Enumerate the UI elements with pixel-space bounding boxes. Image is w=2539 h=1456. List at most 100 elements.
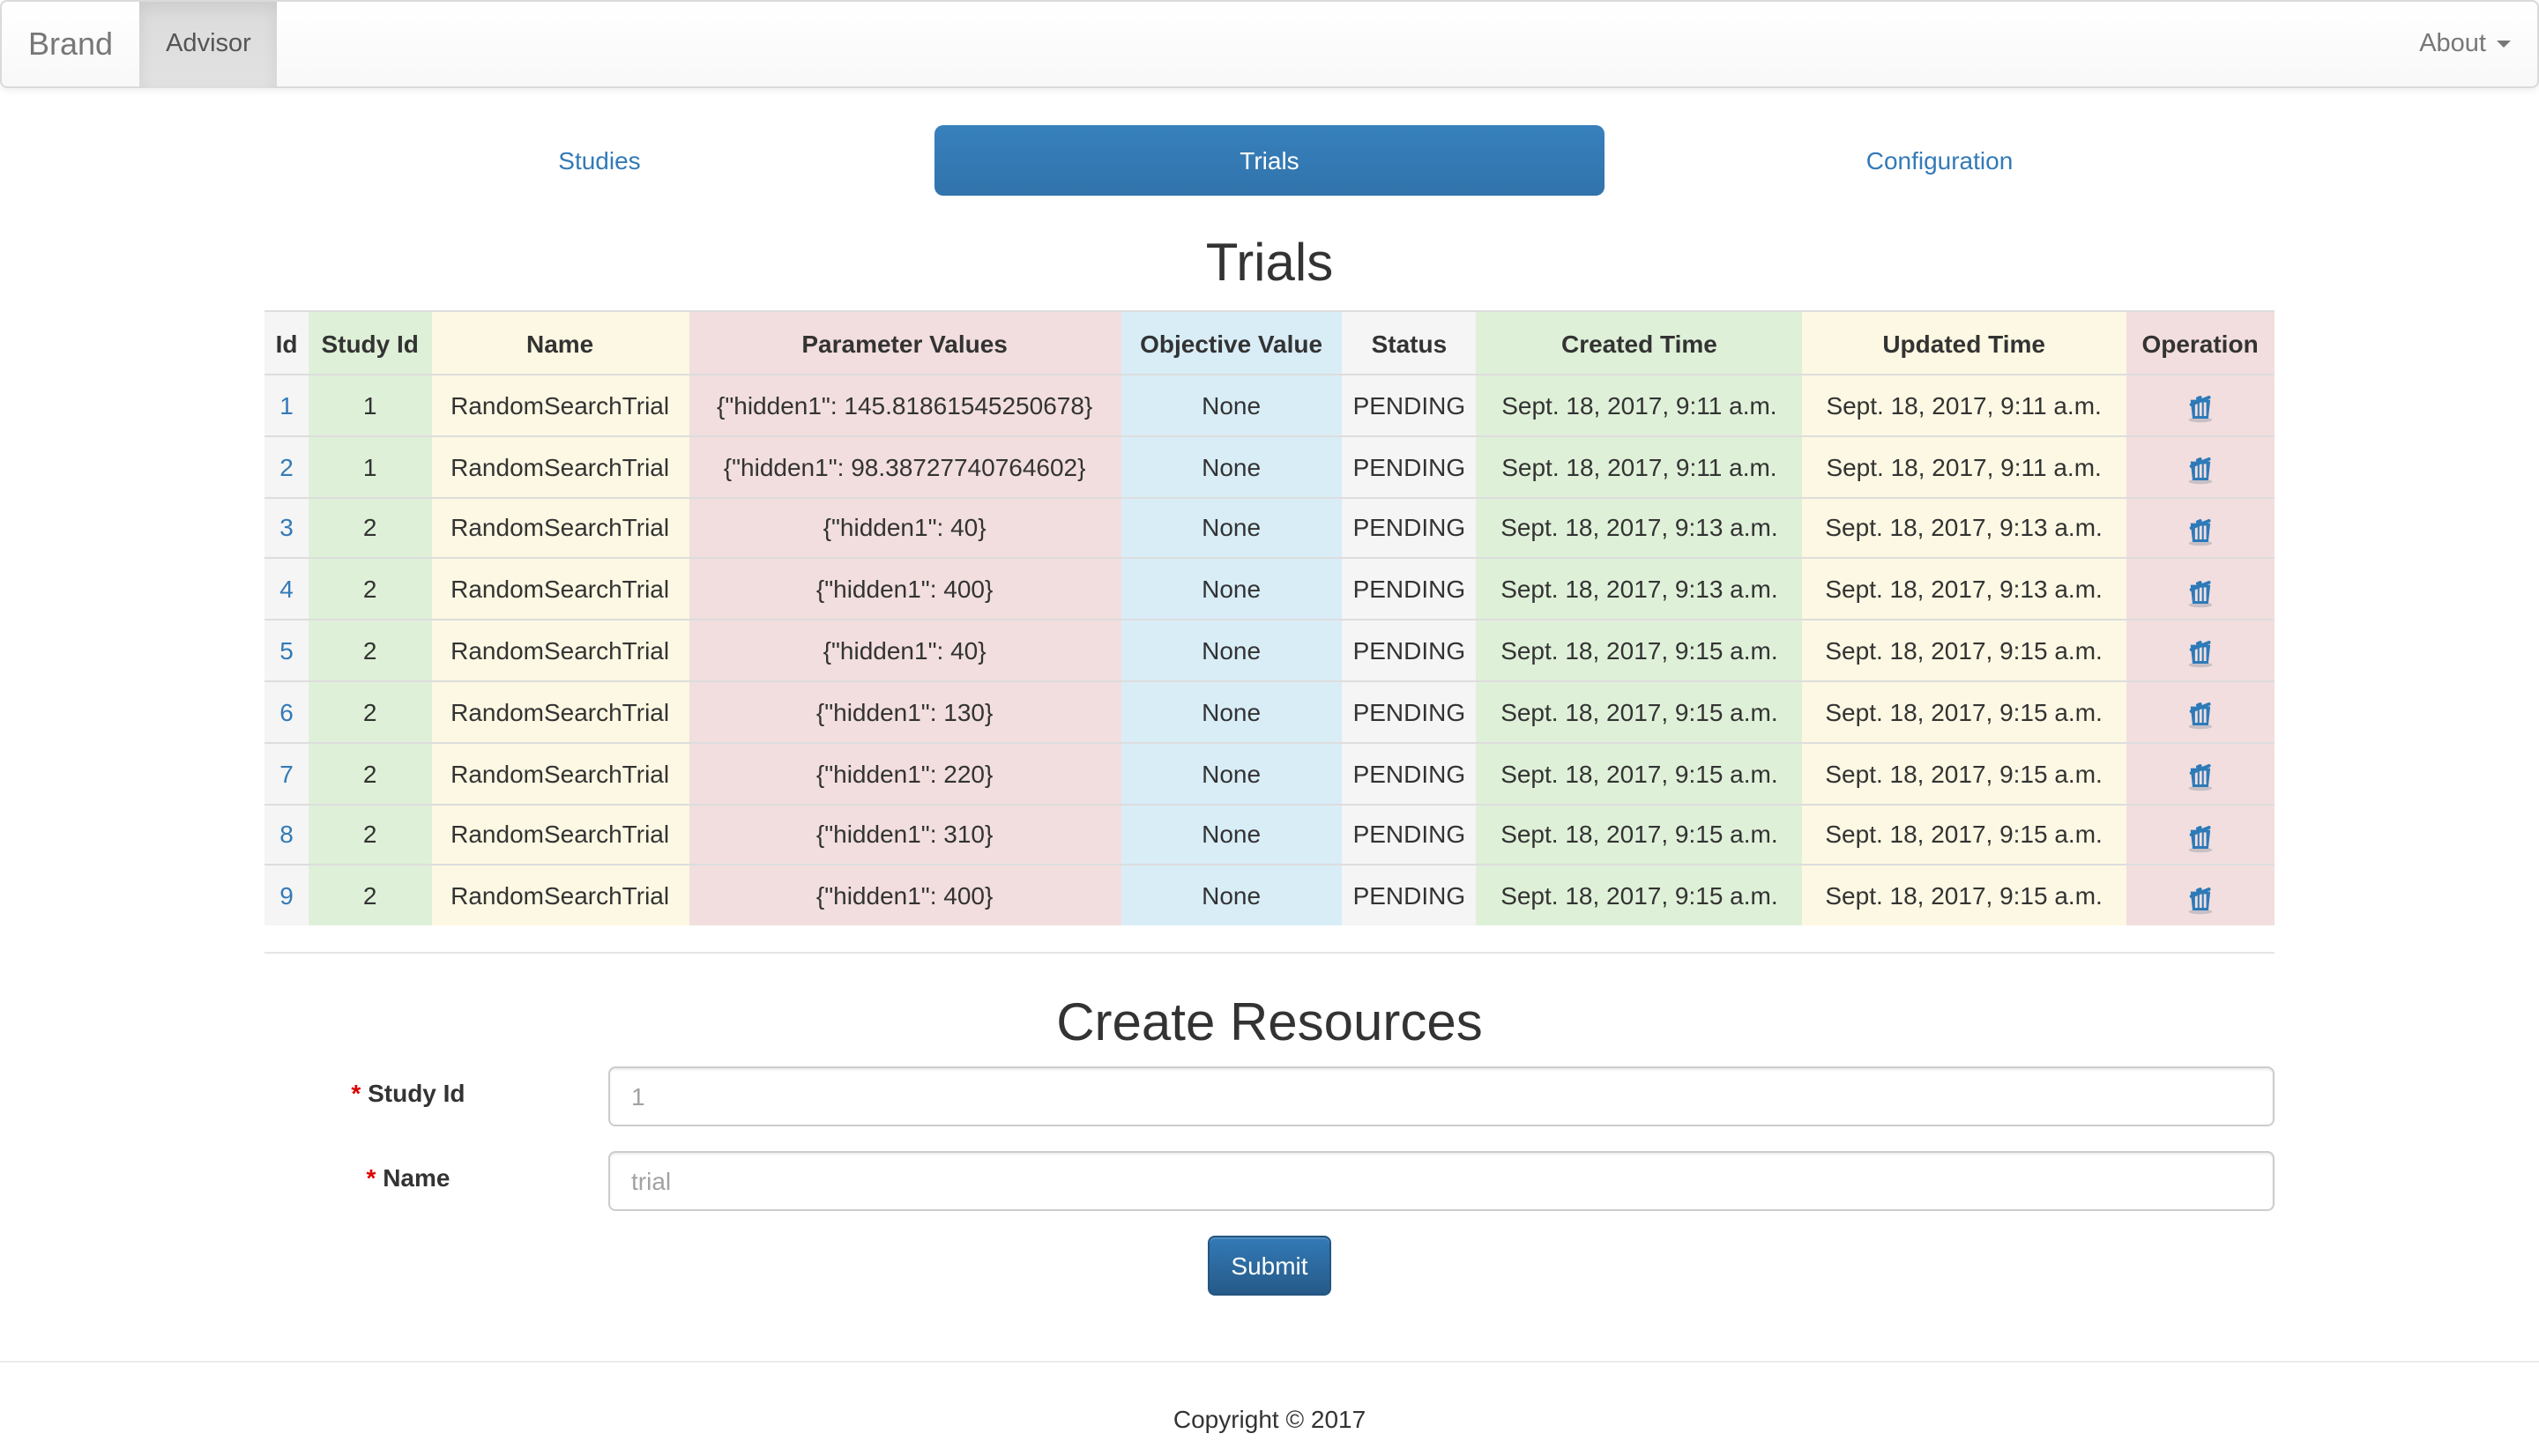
nav-item-about-label: About [2419, 30, 2486, 58]
trial-id-link[interactable]: 8 [279, 820, 294, 849]
copyright-text: Copyright © 2017 [1173, 1405, 1366, 1434]
operation-cell [2126, 741, 2275, 805]
status-cell: PENDING [1342, 680, 1477, 743]
updated-time-cell: Sept. 18, 2017, 9:15 a.m. [1802, 864, 2126, 926]
study-id-input[interactable] [608, 1066, 2275, 1127]
updated-time-cell: Sept. 18, 2017, 9:15 a.m. [1802, 619, 2126, 681]
navbar-right: About [2393, 2, 2537, 86]
delete-trial-button[interactable] [2184, 451, 2217, 485]
name-cell: RandomSearchTrial [431, 374, 689, 436]
operation-cell [2126, 803, 2275, 865]
created-time-cell: Sept. 18, 2017, 9:13 a.m. [1476, 557, 1803, 620]
parameter-values-cell: {"hidden1": 220} [689, 741, 1121, 805]
trial-id-link[interactable]: 3 [279, 513, 294, 542]
column-header-updated-time: Updated Time [1802, 310, 2126, 375]
tab-configuration[interactable]: Configuration [1605, 125, 2275, 196]
create-resources-title: Create Resources [1056, 994, 1483, 1053]
trash-icon [2189, 518, 2213, 546]
nav-item-advisor[interactable]: Advisor [139, 2, 278, 88]
tab-trials[interactable]: Trials [934, 125, 1605, 196]
tab-studies-link[interactable]: Studies [558, 146, 641, 175]
submit-row: Submit [264, 1236, 2275, 1296]
column-header-study-id: Study Id [309, 310, 432, 375]
trial-id-link[interactable]: 5 [279, 636, 294, 665]
tab-configuration-link[interactable]: Configuration [1865, 146, 2014, 175]
nav-item-about[interactable]: About [2393, 2, 2537, 86]
objective-value-cell: None [1121, 741, 1342, 805]
parameter-values-cell: {"hidden1": 40} [689, 496, 1121, 559]
table-row: 2 1 RandomSearchTrial {"hidden1": 98.387… [264, 435, 2275, 498]
parameter-values-cell: {"hidden1": 400} [689, 557, 1121, 620]
study-id-cell: 2 [309, 680, 432, 743]
name-form-group: * Name [264, 1151, 2275, 1212]
parameter-values-cell: {"hidden1": 98.38727740764602} [689, 435, 1121, 498]
parameter-values-cell: {"hidden1": 310} [689, 803, 1121, 865]
delete-trial-button[interactable] [2184, 635, 2217, 669]
study-id-cell: 1 [309, 435, 432, 498]
trial-id-link[interactable]: 2 [279, 452, 294, 481]
status-cell: PENDING [1342, 496, 1477, 559]
column-header-created-time: Created Time [1476, 310, 1803, 375]
created-time-cell: Sept. 18, 2017, 9:15 a.m. [1476, 803, 1803, 865]
study-id-cell: 2 [309, 803, 432, 865]
trash-icon [2189, 580, 2213, 607]
trial-id-link[interactable]: 4 [279, 575, 294, 604]
trial-id-cell: 2 [264, 435, 309, 498]
objective-value-cell: None [1121, 680, 1342, 743]
nav-item-advisor-label[interactable]: Advisor [139, 2, 278, 88]
table-row: 9 2 RandomSearchTrial {"hidden1": 400} N… [264, 864, 2275, 926]
created-time-cell: Sept. 18, 2017, 9:13 a.m. [1476, 496, 1803, 559]
parameter-values-cell: {"hidden1": 40} [689, 619, 1121, 681]
status-cell: PENDING [1342, 374, 1477, 436]
trash-icon [2189, 702, 2213, 730]
delete-trial-button[interactable] [2184, 574, 2217, 607]
name-cell: RandomSearchTrial [431, 557, 689, 620]
trial-id-link[interactable]: 6 [279, 697, 294, 726]
column-header-operation: Operation [2126, 310, 2275, 375]
study-id-input-wrap [608, 1066, 2275, 1127]
table-row: 5 2 RandomSearchTrial {"hidden1": 40} No… [264, 619, 2275, 681]
name-label-text: Name [383, 1163, 450, 1192]
operation-cell [2126, 680, 2275, 743]
delete-trial-button[interactable] [2184, 880, 2217, 914]
operation-cell [2126, 435, 2275, 498]
updated-time-cell: Sept. 18, 2017, 9:11 a.m. [1802, 435, 2126, 498]
trial-id-link[interactable]: 9 [279, 881, 294, 910]
tab-trials-link[interactable]: Trials [934, 125, 1605, 196]
delete-trial-button[interactable] [2184, 820, 2217, 853]
name-cell: RandomSearchTrial [431, 680, 689, 743]
name-cell: RandomSearchTrial [431, 619, 689, 681]
objective-value-cell: None [1121, 496, 1342, 559]
chevron-down-icon [2497, 41, 2511, 48]
status-cell: PENDING [1342, 864, 1477, 926]
delete-trial-button[interactable] [2184, 697, 2217, 731]
name-cell: RandomSearchTrial [431, 864, 689, 926]
study-id-cell: 2 [309, 557, 432, 620]
trial-id-link[interactable]: 7 [279, 759, 294, 788]
delete-trial-button[interactable] [2184, 758, 2217, 791]
objective-value-cell: None [1121, 864, 1342, 926]
operation-cell [2126, 557, 2275, 620]
name-cell: RandomSearchTrial [431, 803, 689, 865]
name-input[interactable] [608, 1151, 2275, 1212]
delete-trial-button[interactable] [2184, 513, 2217, 546]
tab-studies[interactable]: Studies [264, 125, 934, 196]
updated-time-cell: Sept. 18, 2017, 9:13 a.m. [1802, 557, 2126, 620]
objective-value-cell: None [1121, 435, 1342, 498]
delete-trial-button[interactable] [2184, 390, 2217, 424]
table-row: 8 2 RandomSearchTrial {"hidden1": 310} N… [264, 803, 2275, 865]
status-cell: PENDING [1342, 619, 1477, 681]
study-id-cell: 2 [309, 619, 432, 681]
trash-icon [2189, 825, 2213, 852]
trash-icon [2189, 641, 2213, 669]
submit-button[interactable]: Submit [1208, 1236, 1331, 1296]
status-cell: PENDING [1342, 803, 1477, 865]
objective-value-cell: None [1121, 557, 1342, 620]
trial-id-cell: 7 [264, 741, 309, 805]
trial-id-link[interactable]: 1 [279, 390, 294, 420]
brand-link[interactable]: Brand [28, 26, 114, 62]
updated-time-cell: Sept. 18, 2017, 9:15 a.m. [1802, 741, 2126, 805]
